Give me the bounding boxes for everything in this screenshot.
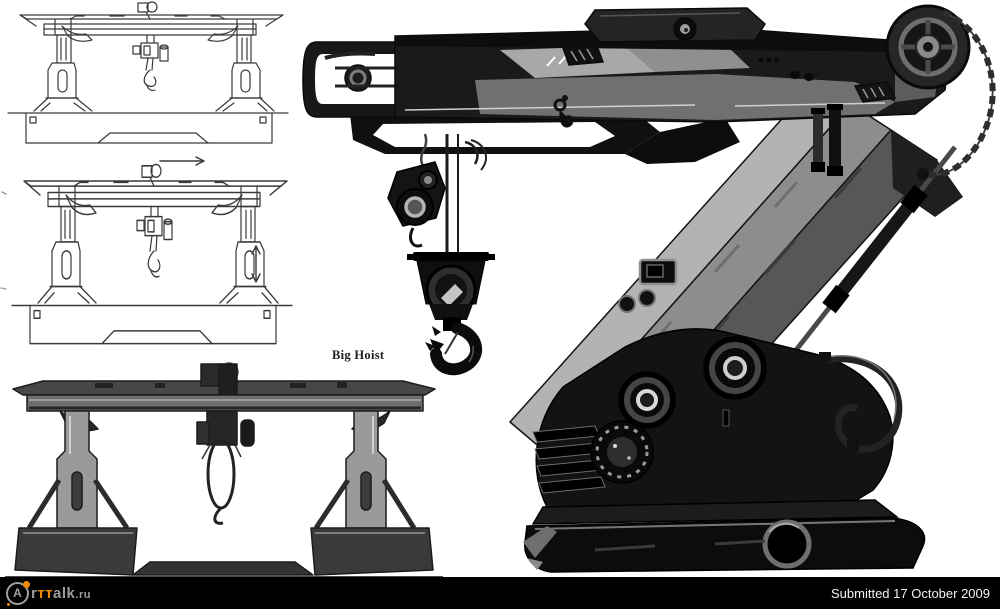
- hydraulic-hose: [819, 352, 903, 453]
- vent-hatch-right: [853, 81, 897, 103]
- luffing-cylinders: [811, 104, 843, 176]
- pulley-chain: [917, 9, 996, 180]
- submitted-date-text: Submitted 17 October 2009: [831, 585, 990, 601]
- footer-bar: A rттalk.ru Submitted 17 October 2009: [0, 577, 1000, 609]
- gantry-render-bottom: [5, 362, 443, 578]
- arttalk-logo[interactable]: A rттalk.ru: [6, 580, 91, 606]
- artwork-title-annotation: Big Hoist: [332, 348, 385, 362]
- crane-boom: [302, 27, 951, 123]
- hook-block: [407, 252, 495, 320]
- logo-text: rттalk.ru: [31, 584, 91, 602]
- pivot-hub-upper: [703, 336, 767, 400]
- small-hook: [553, 95, 574, 128]
- big-hoist-crane-render: [302, 4, 996, 573]
- crane-base-housing: [532, 258, 894, 511]
- boom-hydraulic-cylinder: [791, 145, 957, 356]
- logo-circle-a-icon: A: [6, 580, 30, 606]
- gantry-crane-shaded-figure: [5, 362, 443, 578]
- cable-pulley-block: [387, 161, 446, 248]
- gantry-sketch-middle: [0, 156, 300, 348]
- vent-hatch: [561, 45, 605, 66]
- logo-orange-dot-icon: [23, 580, 30, 588]
- pivot-hub-lower: [618, 371, 676, 429]
- motion-arrows: [0, 156, 261, 290]
- crane-hook: [425, 317, 483, 376]
- boom-underframe: [350, 112, 740, 164]
- gantry-crane-line-figure: [7, 1, 289, 144]
- boom-end-pulley: [885, 4, 971, 90]
- gantry-sketch-top: [7, 1, 289, 144]
- boom-top-plate: [584, 7, 766, 43]
- logo-orange-dot-small-icon: [7, 602, 10, 606]
- crane-base-platform: [523, 499, 926, 573]
